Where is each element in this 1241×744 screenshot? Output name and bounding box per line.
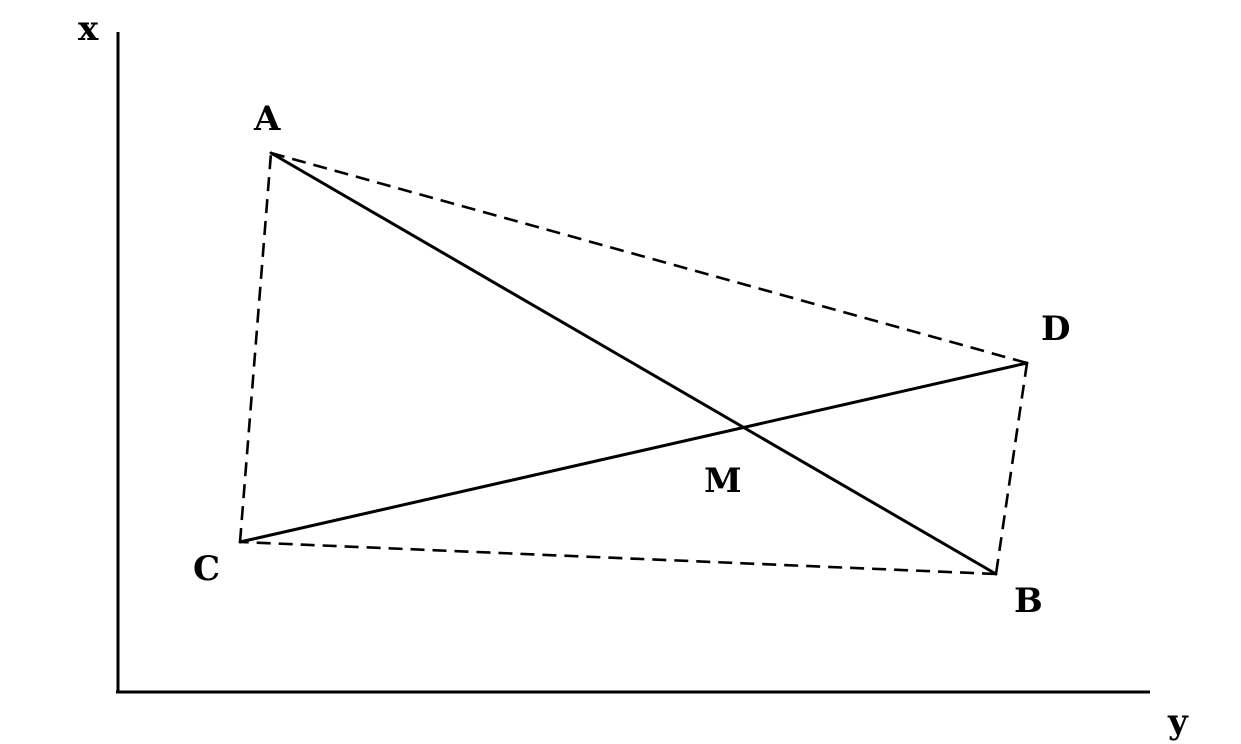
edge-b-c <box>239 540 997 576</box>
point-label-b: B <box>1014 581 1043 621</box>
point-label-a: A <box>253 99 281 139</box>
point-label-m: M <box>704 461 742 501</box>
edge-c-a <box>238 152 273 543</box>
diagonal-c-d <box>238 361 1029 544</box>
vertical-axis-label: x <box>78 9 99 49</box>
horizontal-axis-label: y <box>1167 702 1189 742</box>
point-label-d: D <box>1041 309 1070 349</box>
edge-d-b <box>994 362 1029 575</box>
edge-a-d <box>270 151 1028 365</box>
diagonal-a-b <box>269 151 998 576</box>
point-label-c: C <box>193 549 220 589</box>
